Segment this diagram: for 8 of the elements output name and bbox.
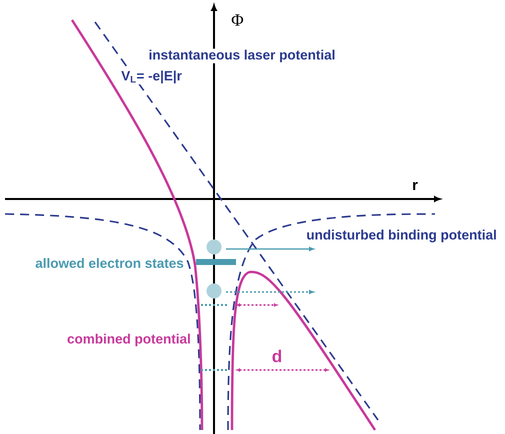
curve-label: instantaneous laser potential [148,48,336,64]
curve-label: combined potential [66,332,192,348]
curve-label: undisturbed binding potential [305,228,498,244]
axis-label: Φ [230,13,245,27]
curve-label: allowed electron states [34,257,185,269]
dimension-label: d [270,348,284,364]
axis-label: r [411,180,419,192]
formula-label: V$_{L}$= -e|E|r [120,70,183,84]
